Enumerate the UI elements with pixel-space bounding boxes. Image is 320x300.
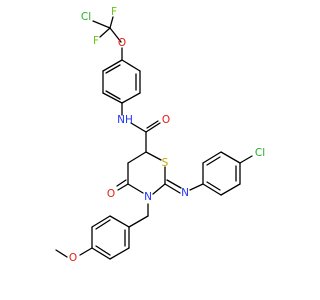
atom-s-ring: S [162, 157, 169, 169]
atom-n-ring: N [144, 191, 152, 203]
atom-f-top-left: F [93, 35, 99, 47]
atom-o-ketone: O [107, 188, 115, 200]
bonds [55, 16, 253, 260]
atom-nh-amide: NH [117, 114, 133, 126]
atom-o-methoxy: O [69, 252, 77, 264]
atom-o-amide: O [162, 114, 170, 126]
molecule-structure-diagram: Cl F F O NH O S N Cl O N O [55, 6, 265, 264]
atom-o-ether-top: O [118, 37, 126, 49]
atom-cl-top: Cl [81, 11, 91, 23]
atom-n-imine: N [181, 187, 189, 199]
atom-f-top-right: F [111, 6, 117, 18]
atom-labels: Cl F F O NH O S N Cl O N O [69, 6, 265, 264]
atom-cl-right: Cl [255, 147, 265, 159]
